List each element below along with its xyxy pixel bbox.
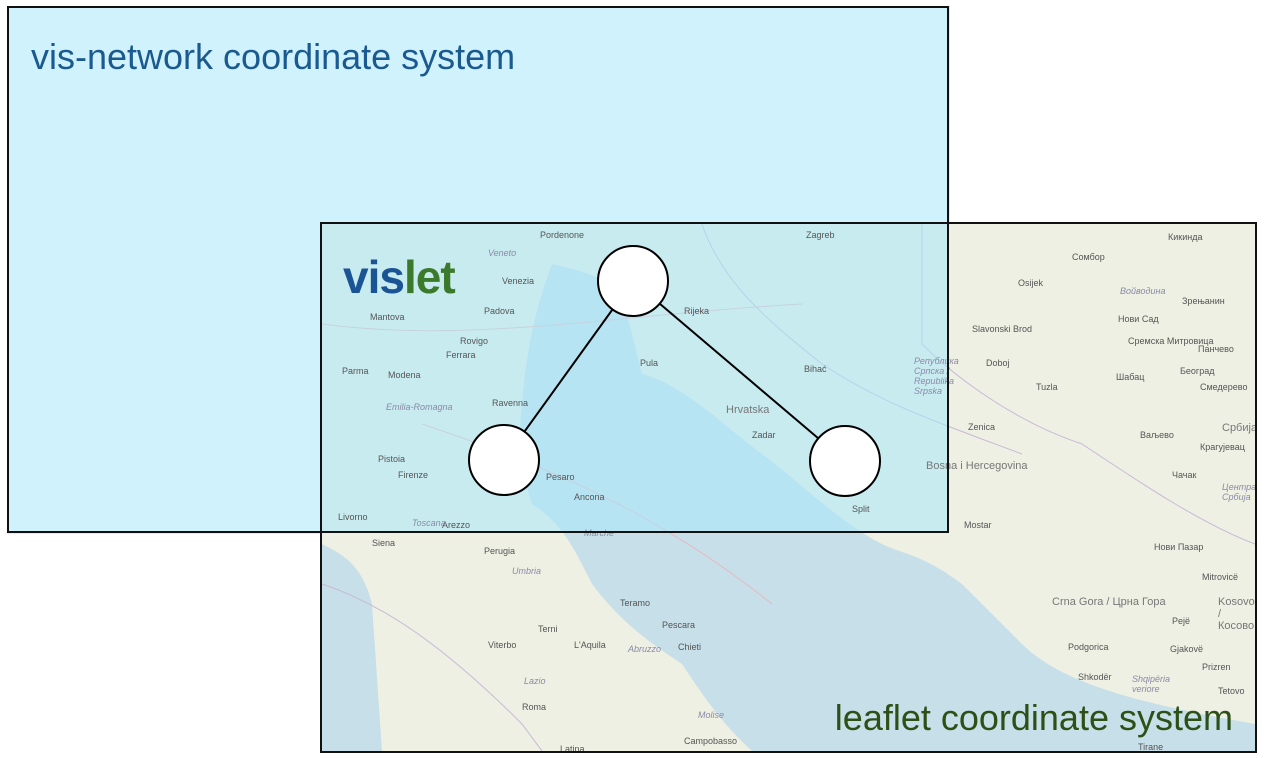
map-label: Смедерево bbox=[1200, 382, 1248, 392]
network-node[interactable] bbox=[468, 424, 540, 496]
map-label: Modena bbox=[388, 370, 421, 380]
map-label: Shkodër bbox=[1078, 672, 1112, 682]
region-label: Emilia-Romagna bbox=[386, 402, 453, 412]
map-label: Mantova bbox=[370, 312, 405, 322]
map-label: Београд bbox=[1180, 366, 1215, 376]
map-label: Pesaro bbox=[546, 472, 575, 482]
map-label: Tetovo bbox=[1218, 686, 1245, 696]
leaflet-coordinate-label: leaflet coordinate system bbox=[834, 697, 1233, 738]
map-label: Rijeka bbox=[684, 306, 710, 316]
map-label: Roma bbox=[522, 702, 547, 712]
map-label: Gjakovë bbox=[1170, 644, 1204, 654]
region-label: Shqipëria veriore bbox=[1132, 674, 1171, 694]
map-label: Mostar bbox=[964, 520, 992, 530]
map-label: Venezia bbox=[502, 276, 535, 286]
map-label: Firenze bbox=[398, 470, 429, 480]
map-label: Doboj bbox=[986, 358, 1010, 368]
map-label: Osijek bbox=[1018, 278, 1044, 288]
map-label: Bihać bbox=[804, 364, 827, 374]
country-label: Kosovo / Косово bbox=[1218, 596, 1255, 632]
map-label: Крагујевац bbox=[1200, 442, 1245, 452]
map-label: Ravenna bbox=[492, 398, 529, 408]
vis-coordinate-label: vis-network coordinate system bbox=[31, 36, 516, 77]
map-label: Pistoia bbox=[378, 454, 406, 464]
region-label: Централна Србија bbox=[1222, 482, 1257, 502]
logo-part-let: let bbox=[403, 251, 456, 303]
map-label: Chieti bbox=[678, 642, 702, 652]
network-node[interactable] bbox=[809, 425, 881, 497]
map-terrain bbox=[322, 224, 1255, 751]
map-label: Ваљево bbox=[1140, 430, 1174, 440]
map-label: Pula bbox=[640, 358, 659, 368]
map-label: Ferrara bbox=[446, 350, 476, 360]
map-label: Сремска Митровица bbox=[1128, 336, 1214, 346]
map-label: Панчево bbox=[1198, 344, 1234, 354]
map-label: Tuzla bbox=[1036, 382, 1058, 392]
vislet-logo: vislet bbox=[343, 251, 456, 303]
region-label: Abruzzo bbox=[628, 644, 662, 654]
map-label: L'Aquila bbox=[574, 640, 606, 650]
map-label: Siena bbox=[372, 538, 396, 548]
region-label: Република Српска / Republika Srpska bbox=[914, 356, 959, 396]
map-label: Tirane bbox=[1138, 742, 1164, 752]
region-label: Molise bbox=[698, 710, 725, 720]
region-label: Veneto bbox=[488, 248, 517, 258]
map-label: Нови Пазар bbox=[1154, 542, 1204, 552]
map-label: Viterbo bbox=[488, 640, 517, 650]
map-label: Livorno bbox=[338, 512, 368, 522]
map-label: Campobasso bbox=[684, 736, 738, 746]
map-label: Terni bbox=[538, 624, 558, 634]
map-label: Slavonski Brod bbox=[972, 324, 1033, 334]
map-label: Zenica bbox=[968, 422, 996, 432]
map-label: Шабац bbox=[1116, 372, 1145, 382]
map-label: Padova bbox=[484, 306, 515, 316]
map-label: Pejë bbox=[1172, 616, 1191, 626]
leaflet-map[interactable]: Pordenone Venezia Padova Mantova Rovigo … bbox=[320, 222, 1257, 753]
map-label: Latina bbox=[560, 744, 585, 753]
map-label: Mitrovicë bbox=[1202, 572, 1239, 582]
region-label: Marche bbox=[584, 528, 615, 538]
region-label: Lazio bbox=[524, 676, 546, 686]
map-label: Зрењанин bbox=[1182, 296, 1225, 306]
map-label: Pordenone bbox=[540, 230, 585, 240]
region-label: Umbria bbox=[512, 566, 542, 576]
country-label: Crna Gora / Црна Гора bbox=[1052, 596, 1166, 608]
map-label: Parma bbox=[342, 366, 369, 376]
region-label: Войводина bbox=[1120, 286, 1166, 296]
country-label: Hrvatska bbox=[726, 404, 770, 416]
map-label: Чачак bbox=[1172, 470, 1197, 480]
map-label: Rovigo bbox=[460, 336, 489, 346]
map-label: Split bbox=[852, 504, 870, 514]
map-label: Podgorica bbox=[1068, 642, 1109, 652]
map-label: Ancona bbox=[574, 492, 605, 502]
map-label: Кикинда bbox=[1168, 232, 1203, 242]
logo-part-vis: vis bbox=[343, 251, 405, 303]
map-label: Zagreb bbox=[806, 230, 835, 240]
map-label: Arezzo bbox=[442, 520, 471, 530]
map-label: Zadar bbox=[752, 430, 776, 440]
network-node[interactable] bbox=[597, 245, 669, 317]
country-label: Bosna i Hercegovina bbox=[926, 460, 1028, 472]
map-label: Сомбор bbox=[1072, 252, 1105, 262]
country-label: Србија bbox=[1222, 422, 1257, 434]
map-label: Prizren bbox=[1202, 662, 1231, 672]
map-label: Teramo bbox=[620, 598, 651, 608]
map-label: Нови Сад bbox=[1118, 314, 1159, 324]
map-label: Perugia bbox=[484, 546, 516, 556]
map-label: Pescara bbox=[662, 620, 696, 630]
region-label: Toscana bbox=[412, 518, 446, 528]
